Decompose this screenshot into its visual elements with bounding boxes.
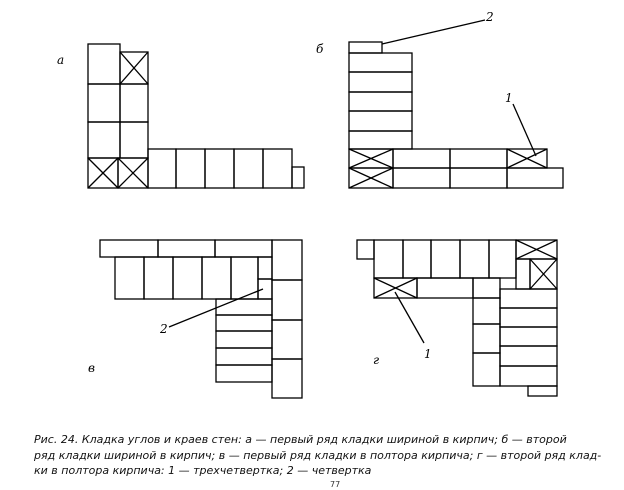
caption-line: ки в полтора кирпича: 1 — трехчетвертка;… [34, 464, 372, 477]
panel-a: а [57, 43, 305, 189]
callout-2-b: 2 [485, 10, 494, 24]
panel-label-a: а [57, 53, 64, 67]
callout-1-g: 1 [424, 347, 432, 361]
panel-g-callouts: 1 [394, 291, 432, 361]
caption-line: ряд кладки шириной в кирпич; в — первый … [34, 448, 602, 462]
panel-label-g: г [373, 353, 379, 367]
panel-b-bricks [348, 41, 564, 189]
panel-g: г [356, 239, 558, 397]
panel-label-v: в [88, 361, 95, 375]
panel-b-callouts: 2 1 [381, 10, 537, 157]
panel-v-callouts: 2 [159, 288, 264, 336]
callout-1-b: 1 [505, 91, 513, 105]
panel-a-bricks [87, 43, 305, 189]
panel-v-bricks [99, 239, 303, 399]
panel-label-b: б [316, 42, 324, 56]
panel-v: в 2 [88, 239, 303, 399]
caption-line: Рис. 24. Кладка углов и краев стен: а — … [34, 433, 567, 446]
panel-b: б 2 1 [316, 10, 564, 189]
page-number: 77 [330, 480, 341, 489]
panel-g-bricks [356, 239, 558, 397]
figure-caption: Рис. 24. Кладка углов и краев стен: а — … [34, 432, 614, 479]
callout-2-v: 2 [159, 322, 168, 336]
